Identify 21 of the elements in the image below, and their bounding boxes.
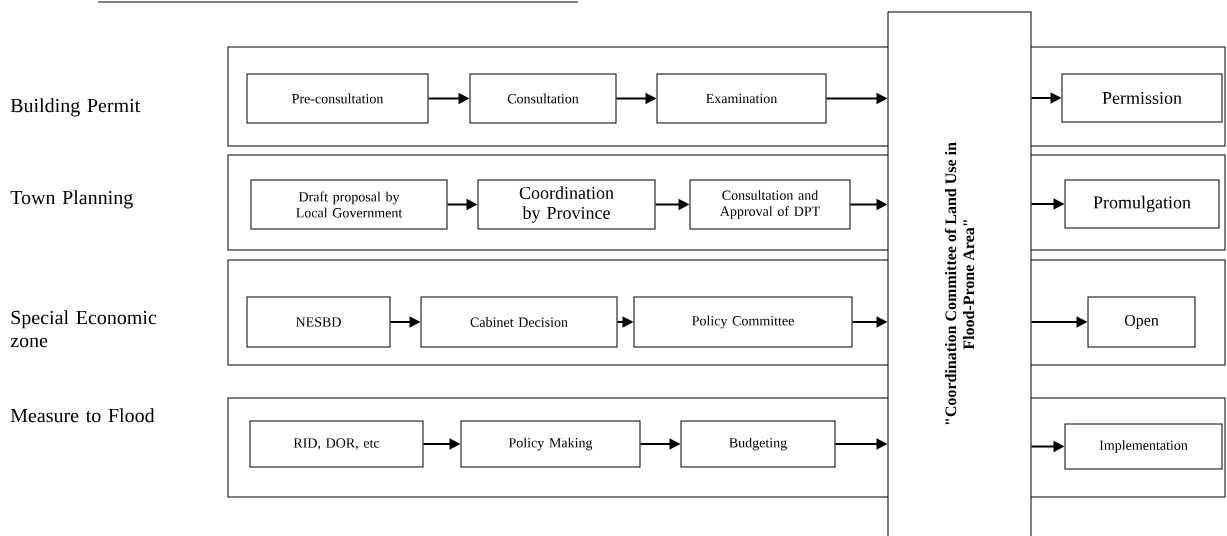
process-box: RID, DOR, etc <box>249 420 424 468</box>
process-box: Consultation and Approval of DPT <box>689 179 851 230</box>
process-box: Examination <box>656 73 827 124</box>
process-box: Policy Committee <box>633 296 853 348</box>
process-box: Open <box>1087 296 1196 348</box>
process-box: Policy Making <box>460 420 641 468</box>
process-box: Implementation <box>1064 423 1223 470</box>
process-box: Permission <box>1061 73 1223 123</box>
process-box: Consultation <box>469 73 617 124</box>
process-box: Coordination by Province <box>477 179 656 230</box>
node-label: Special Economic zone <box>10 310 157 348</box>
process-box: Promulgation <box>1064 179 1220 229</box>
process-box: Draft proposal by Local Government <box>250 179 448 230</box>
committee-box: "Coordination Committee of Land Use in Flood-Prone Area" <box>887 11 1032 536</box>
process-box: Pre-consultation <box>246 73 429 124</box>
node-label: Town Planning <box>10 190 133 209</box>
process-box: NESBD <box>246 296 391 348</box>
node-label: Measure to Flood <box>10 408 155 423</box>
process-box: Budgeting <box>680 420 836 468</box>
process-box: Cabinet Decision <box>420 296 618 348</box>
node-label: Building Permit <box>10 98 141 117</box>
